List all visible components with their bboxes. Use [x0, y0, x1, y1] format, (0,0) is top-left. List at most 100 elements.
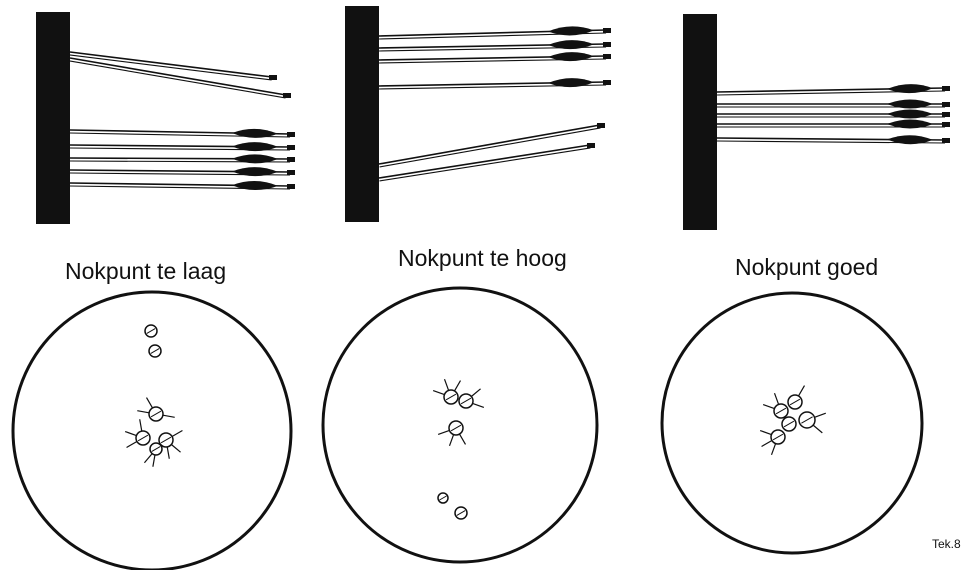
fletch-tick [471, 389, 480, 397]
arrow-nock [942, 86, 950, 91]
arrow-nock [942, 112, 950, 117]
arrow-shaft-edge [70, 55, 272, 80]
arrow-hit [459, 389, 484, 408]
arrow [717, 135, 950, 144]
arrow [70, 167, 295, 176]
arrow-hit [760, 430, 785, 455]
arrow-hit [782, 417, 796, 431]
arrow [70, 154, 295, 163]
arrow-nock [603, 54, 611, 59]
arrow-hit [799, 412, 826, 433]
arrow [379, 40, 611, 51]
arrow-group [717, 84, 950, 144]
arrow [379, 26, 611, 39]
arrow [717, 84, 950, 95]
arrow-hit [438, 421, 465, 446]
arrow-hit [144, 443, 162, 467]
fletch-tick [450, 435, 454, 446]
arrow-group-upper [69, 52, 291, 98]
fletch-tick [775, 393, 779, 404]
arrow-shaft-edge [379, 148, 590, 181]
arrow-hit [433, 379, 460, 404]
fletch-tick [137, 411, 149, 413]
hit-cluster [433, 379, 484, 519]
arrow-nock [603, 42, 611, 47]
caption-too-high: Nokpunt te hoog [398, 245, 567, 271]
arrow [379, 78, 611, 89]
fletch-tick [144, 454, 152, 463]
fletch-tick [167, 447, 169, 459]
arrow-hit [788, 386, 805, 409]
caption-good: Nokpunt goed [735, 254, 878, 280]
arrow-hit [137, 398, 174, 421]
arrow-hit [149, 345, 161, 357]
arrow-group-lower [70, 129, 295, 190]
arrow-nock [287, 170, 295, 175]
arrow-nock [942, 122, 950, 127]
arrow-hit [455, 507, 467, 519]
arrow-hit [145, 325, 157, 337]
arrow-nock [603, 80, 611, 85]
arrow-nock [597, 123, 605, 128]
arrow-nock [269, 75, 277, 80]
fletch-tick [763, 405, 774, 409]
arrow-hit [438, 493, 448, 503]
fletch-tick [445, 379, 449, 390]
fletch-tick [171, 444, 180, 452]
panel-too-high: Nokpunt te hoog [323, 6, 611, 562]
arrow-nock [942, 138, 950, 143]
fletch-tick [473, 403, 484, 407]
fletch-tick [772, 444, 776, 455]
arrow-nock [587, 143, 595, 148]
hit-cluster [125, 325, 182, 467]
target-boss [345, 6, 379, 222]
arrow [717, 100, 950, 109]
arrow-nock [942, 102, 950, 107]
fletch-tick [153, 455, 155, 467]
fletch-tick [147, 398, 153, 408]
arrow [70, 181, 295, 190]
figure-reference: Tek.8 [932, 537, 961, 551]
arrow [70, 142, 295, 151]
fletch-tick [438, 430, 449, 434]
arrow-hit [763, 393, 788, 418]
panel-too-low: Nokpunt te laag [13, 12, 295, 570]
fletch-tick [815, 413, 826, 417]
hit-cluster [760, 386, 826, 455]
arrow [717, 120, 950, 129]
arrow-nock [287, 184, 295, 189]
fletch-tick [127, 442, 137, 448]
arrow-shaft [70, 58, 286, 95]
arrow-shaft-edge [69, 61, 285, 98]
fletch-tick [433, 391, 444, 395]
arrow [717, 110, 950, 119]
fletch-tick [762, 441, 772, 447]
fletch-tick [813, 425, 822, 433]
arrow-group-lower [379, 123, 605, 181]
fletch-tick [460, 434, 466, 444]
arrow [379, 143, 595, 181]
arrow-nock [287, 145, 295, 150]
fletch-tick [140, 419, 142, 431]
arrow-hit [159, 431, 182, 459]
fletch-tick [172, 431, 182, 437]
arrow-nock [287, 132, 295, 137]
arrow-hit [125, 419, 150, 447]
target-boss [683, 14, 717, 230]
arrow-nock [283, 93, 291, 98]
fletch-tick [760, 431, 771, 435]
arrow-shaft [70, 52, 272, 77]
fletch-tick [455, 381, 461, 391]
fletch-tick [799, 386, 805, 396]
fletch-tick [163, 415, 175, 417]
arrow-group-upper [379, 26, 611, 89]
panel-good: Nokpunt goed [662, 14, 950, 553]
arrow-shaft [379, 125, 600, 164]
caption-too-low: Nokpunt te laag [65, 258, 226, 284]
arrow [379, 52, 611, 63]
arrow-nock [287, 157, 295, 162]
arrow-nock [603, 28, 611, 33]
arrow [70, 129, 295, 138]
target-boss [36, 12, 70, 224]
